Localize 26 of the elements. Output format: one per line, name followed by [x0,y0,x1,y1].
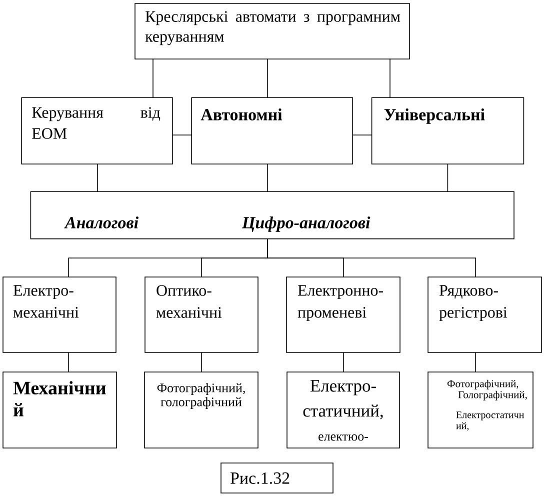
connector-line [343,352,344,372]
category-box: Механічни й [2,372,117,448]
connector-line [68,352,69,372]
connector-line [352,134,372,136]
category-box: Фотографічний, голографічний [144,372,258,448]
connector-line [201,352,202,372]
connector-line [267,164,268,192]
category-box: Електро- статичний, електюо- [286,372,400,448]
category-box: Електро- механічні [2,276,116,353]
category-box: Автономні [191,97,353,164]
category-box: Оптико- механічні [144,276,258,353]
connector-line [267,238,476,278]
connector-line [97,164,98,192]
category-band: Аналогові Цифро-аналогові [30,191,514,240]
category-box: Фотографічний, Голографічний, Електростатичн ий, [428,372,534,448]
figure-caption: Рис.1.32 [220,462,334,494]
category-box: Електронно- променеві [286,276,400,353]
category-box: Рядково- регістрові [428,276,542,353]
connector-line [152,58,154,98]
connector-line [172,134,192,136]
category-box: Універсальні [371,97,524,164]
category-box: Керування від ЕОМ [21,97,173,164]
connector-line [267,58,268,98]
connector-line [447,164,448,192]
connector-line [475,352,476,372]
root-box: Креслярські автомати з програмним керуванням [134,3,410,60]
